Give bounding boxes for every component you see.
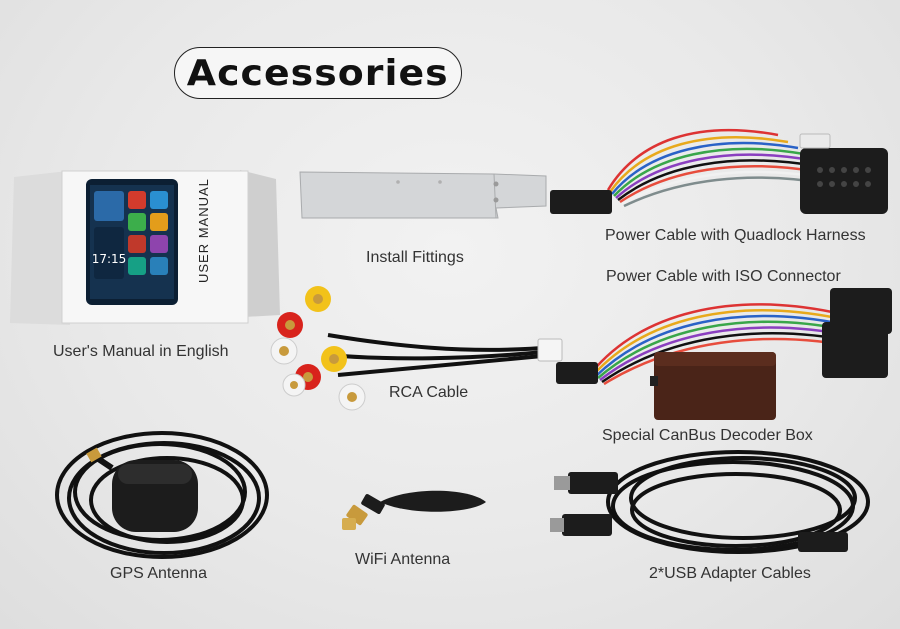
quadlock-cable-image	[550, 128, 888, 214]
label-rca-cable: RCA Cable	[389, 384, 469, 401]
wifi-antenna-image	[342, 490, 486, 530]
label-gps: GPS Antenna	[110, 565, 207, 582]
iso-cable-image	[556, 288, 892, 386]
label-power-quadlock: Power Cable with Quadlock Harness	[605, 227, 866, 244]
user-manual-image: 17:15 USER MANUAL	[10, 170, 280, 325]
label-canbus: Special CanBus Decoder Box	[602, 427, 813, 444]
label-install-fittings: Install Fittings	[366, 249, 464, 266]
install-fittings-image	[299, 171, 547, 219]
label-user-manual: User's Manual in English	[53, 343, 229, 360]
manual-screen-time: 17:15	[92, 252, 127, 266]
gps-antenna-image	[55, 431, 269, 559]
page-title-text: Accessories	[187, 52, 449, 94]
rca-cable-image	[270, 286, 563, 411]
label-usb: 2*USB Adapter Cables	[649, 565, 811, 582]
canbus-box-image	[650, 352, 776, 420]
page-title: Accessories	[174, 47, 462, 99]
usb-cables-image	[550, 450, 870, 554]
label-wifi: WiFi Antenna	[355, 551, 451, 568]
label-power-iso: Power Cable with ISO Connector	[606, 268, 841, 285]
manual-cover-text: USER MANUAL	[196, 178, 211, 283]
